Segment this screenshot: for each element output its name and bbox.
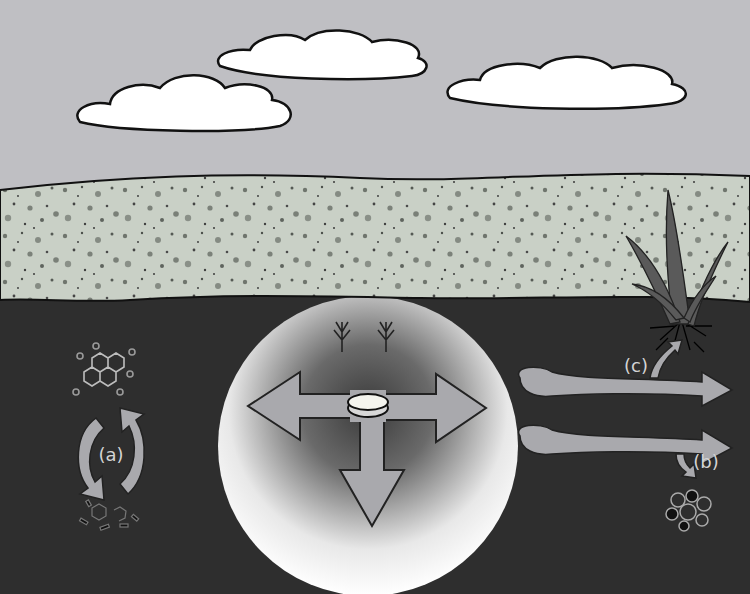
plant	[626, 190, 728, 352]
emission-arrows	[248, 372, 486, 526]
transport-arrows	[519, 340, 732, 478]
soil-particles	[666, 490, 711, 531]
roots	[650, 322, 712, 352]
sky	[0, 0, 750, 200]
light-rays	[334, 322, 394, 352]
callout-letter: (a)	[98, 445, 123, 465]
arrow-down	[340, 416, 404, 526]
clouds	[77, 30, 685, 130]
arrow-left	[248, 372, 352, 440]
degraded-fragments	[80, 500, 139, 530]
callout-letter: (b)	[693, 452, 718, 472]
arrow-right	[384, 374, 486, 442]
cloud	[77, 75, 290, 131]
ray	[378, 322, 394, 352]
cloud	[447, 57, 685, 109]
branch-c	[650, 340, 682, 378]
cycle-arrow-up	[120, 408, 144, 494]
leaves	[626, 190, 728, 326]
branch-b	[676, 454, 696, 478]
callout-letter: (c)	[624, 356, 648, 376]
capsule	[348, 394, 388, 417]
cloud	[218, 30, 427, 79]
topsoil	[0, 174, 750, 302]
cycle-arrows	[78, 408, 144, 500]
molecules	[73, 343, 135, 395]
ray	[334, 322, 350, 352]
light-sphere	[218, 296, 518, 594]
